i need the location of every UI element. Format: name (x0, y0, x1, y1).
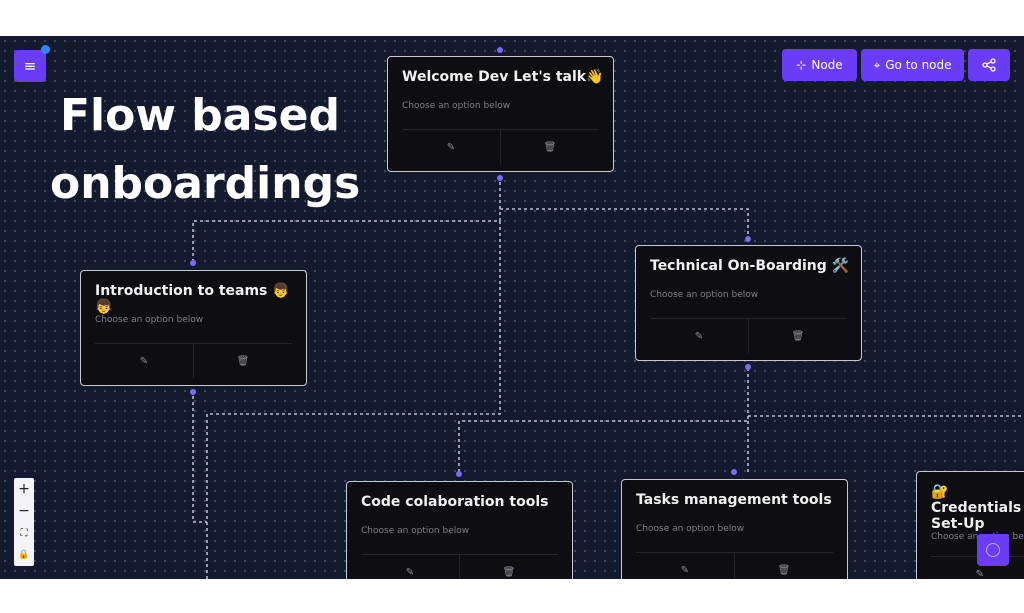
node-subtitle: Choose an option below (95, 315, 204, 325)
node-actions: ✎ 🗑 (650, 318, 847, 353)
edit-node-button[interactable]: ✎ (636, 553, 734, 579)
node-subtitle: Choose an option below (650, 290, 759, 300)
assistant-button[interactable] (977, 534, 1009, 566)
edit-icon: ✎ (446, 141, 456, 153)
node-tasks-management-tools[interactable]: Tasks management tools Choose an option … (621, 479, 848, 579)
menu-button[interactable]: ≡ (14, 50, 46, 82)
edit-icon: ✎ (405, 566, 415, 578)
node-title: Code colaboration tools (361, 494, 549, 510)
node-title: Welcome Dev Let's talk👋 (402, 69, 604, 85)
node-actions: ✎ 🗑 (361, 554, 558, 579)
port-technical-in[interactable] (745, 236, 751, 242)
headline-line-2: onboardings (50, 158, 361, 209)
node-technical-onboarding[interactable]: Technical On-Boarding 🛠️ Choose an optio… (635, 245, 862, 361)
edge-welcome-teams (192, 176, 501, 262)
delete-node-button[interactable]: 🗑 (459, 555, 558, 579)
edit-node-button[interactable]: ✎ (402, 130, 500, 164)
lock-button[interactable]: 🔒 (18, 550, 30, 560)
fit-view-button[interactable]: ⛶ (20, 527, 28, 539)
node-title: Introduction to teams 👦👦 (95, 283, 290, 315)
delete-node-button[interactable]: 🗑 (734, 553, 833, 579)
menu-icon: ≡ (23, 57, 37, 75)
flow-canvas[interactable]: ≡ Flow based onboardings ⊹ Node ⌖ Go to … (0, 36, 1024, 579)
edit-node-button[interactable]: ✎ (650, 319, 748, 353)
edit-icon: ✎ (975, 568, 985, 580)
share-icon (982, 58, 996, 72)
edit-icon: ✎ (139, 355, 149, 367)
port-code-in[interactable] (456, 471, 462, 477)
edge-teams-down (192, 390, 207, 523)
port-teams-out[interactable] (190, 389, 196, 395)
edit-node-button[interactable]: ✎ (361, 555, 459, 579)
node-subtitle: Choose an option below (402, 101, 511, 111)
edge-welcome-technical (500, 208, 749, 239)
trash-icon: 🗑 (543, 141, 557, 153)
notification-dot (41, 45, 50, 54)
edit-icon: ✎ (694, 330, 704, 342)
zoom-in-button[interactable]: + (18, 481, 30, 497)
delete-node-button[interactable]: 🗑 (500, 130, 599, 164)
edit-node-button[interactable]: ✎ (95, 344, 193, 378)
trash-icon: 🗑 (777, 564, 791, 576)
port-technical-out[interactable] (745, 364, 751, 370)
share-button[interactable] (968, 49, 1010, 81)
add-node-label: Node (811, 58, 843, 72)
go-to-node-label: Go to node (885, 58, 952, 72)
headline-line-1: Flow based (59, 90, 341, 141)
port-welcome-in[interactable] (497, 47, 503, 53)
node-title: Technical On-Boarding 🛠️ (650, 258, 850, 274)
node-actions: ✎ 🗑 (636, 552, 833, 579)
assistant-icon (986, 543, 1000, 557)
node-welcome[interactable]: Welcome Dev Let's talk👋 Choose an option… (387, 56, 614, 172)
edit-node-button[interactable]: ✎ (931, 557, 1024, 580)
node-subtitle: Choose an option below (636, 524, 745, 534)
zoom-out-button[interactable]: − (18, 503, 30, 519)
edge-technical-code (458, 368, 749, 474)
trash-icon: 🗑 (236, 355, 250, 367)
node-title: Tasks management tools (636, 492, 832, 508)
edit-icon: ✎ (680, 564, 690, 576)
go-to-node-button[interactable]: ⌖ Go to node (861, 49, 964, 81)
node-title: 🔐 Credentials Set-Up (931, 484, 1022, 532)
port-teams-in[interactable] (190, 260, 196, 266)
trash-icon: 🗑 (502, 566, 516, 578)
trash-icon: 🗑 (791, 330, 805, 342)
delete-node-button[interactable]: 🗑 (193, 344, 292, 378)
node-actions: ✎ 🗑 (402, 129, 599, 164)
edge-welcome-down (206, 221, 501, 579)
node-icon: ⊹ (796, 58, 807, 72)
port-tasks-in[interactable] (731, 469, 737, 475)
delete-node-button[interactable]: 🗑 (748, 319, 847, 353)
node-actions: ✎ 🗑 (95, 343, 292, 378)
port-welcome-out[interactable] (497, 175, 503, 181)
edges-layer (192, 176, 1024, 579)
goto-node-icon: ⌖ (873, 57, 881, 72)
zoom-controls: + − ⛶ 🔒 (14, 478, 34, 566)
node-subtitle: Choose an option below (361, 526, 470, 536)
node-introduction-to-teams[interactable]: Introduction to teams 👦👦 Choose an optio… (80, 270, 307, 386)
node-code-collaboration-tools[interactable]: Code colaboration tools Choose an option… (346, 481, 573, 579)
add-node-button[interactable]: ⊹ Node (782, 49, 857, 81)
